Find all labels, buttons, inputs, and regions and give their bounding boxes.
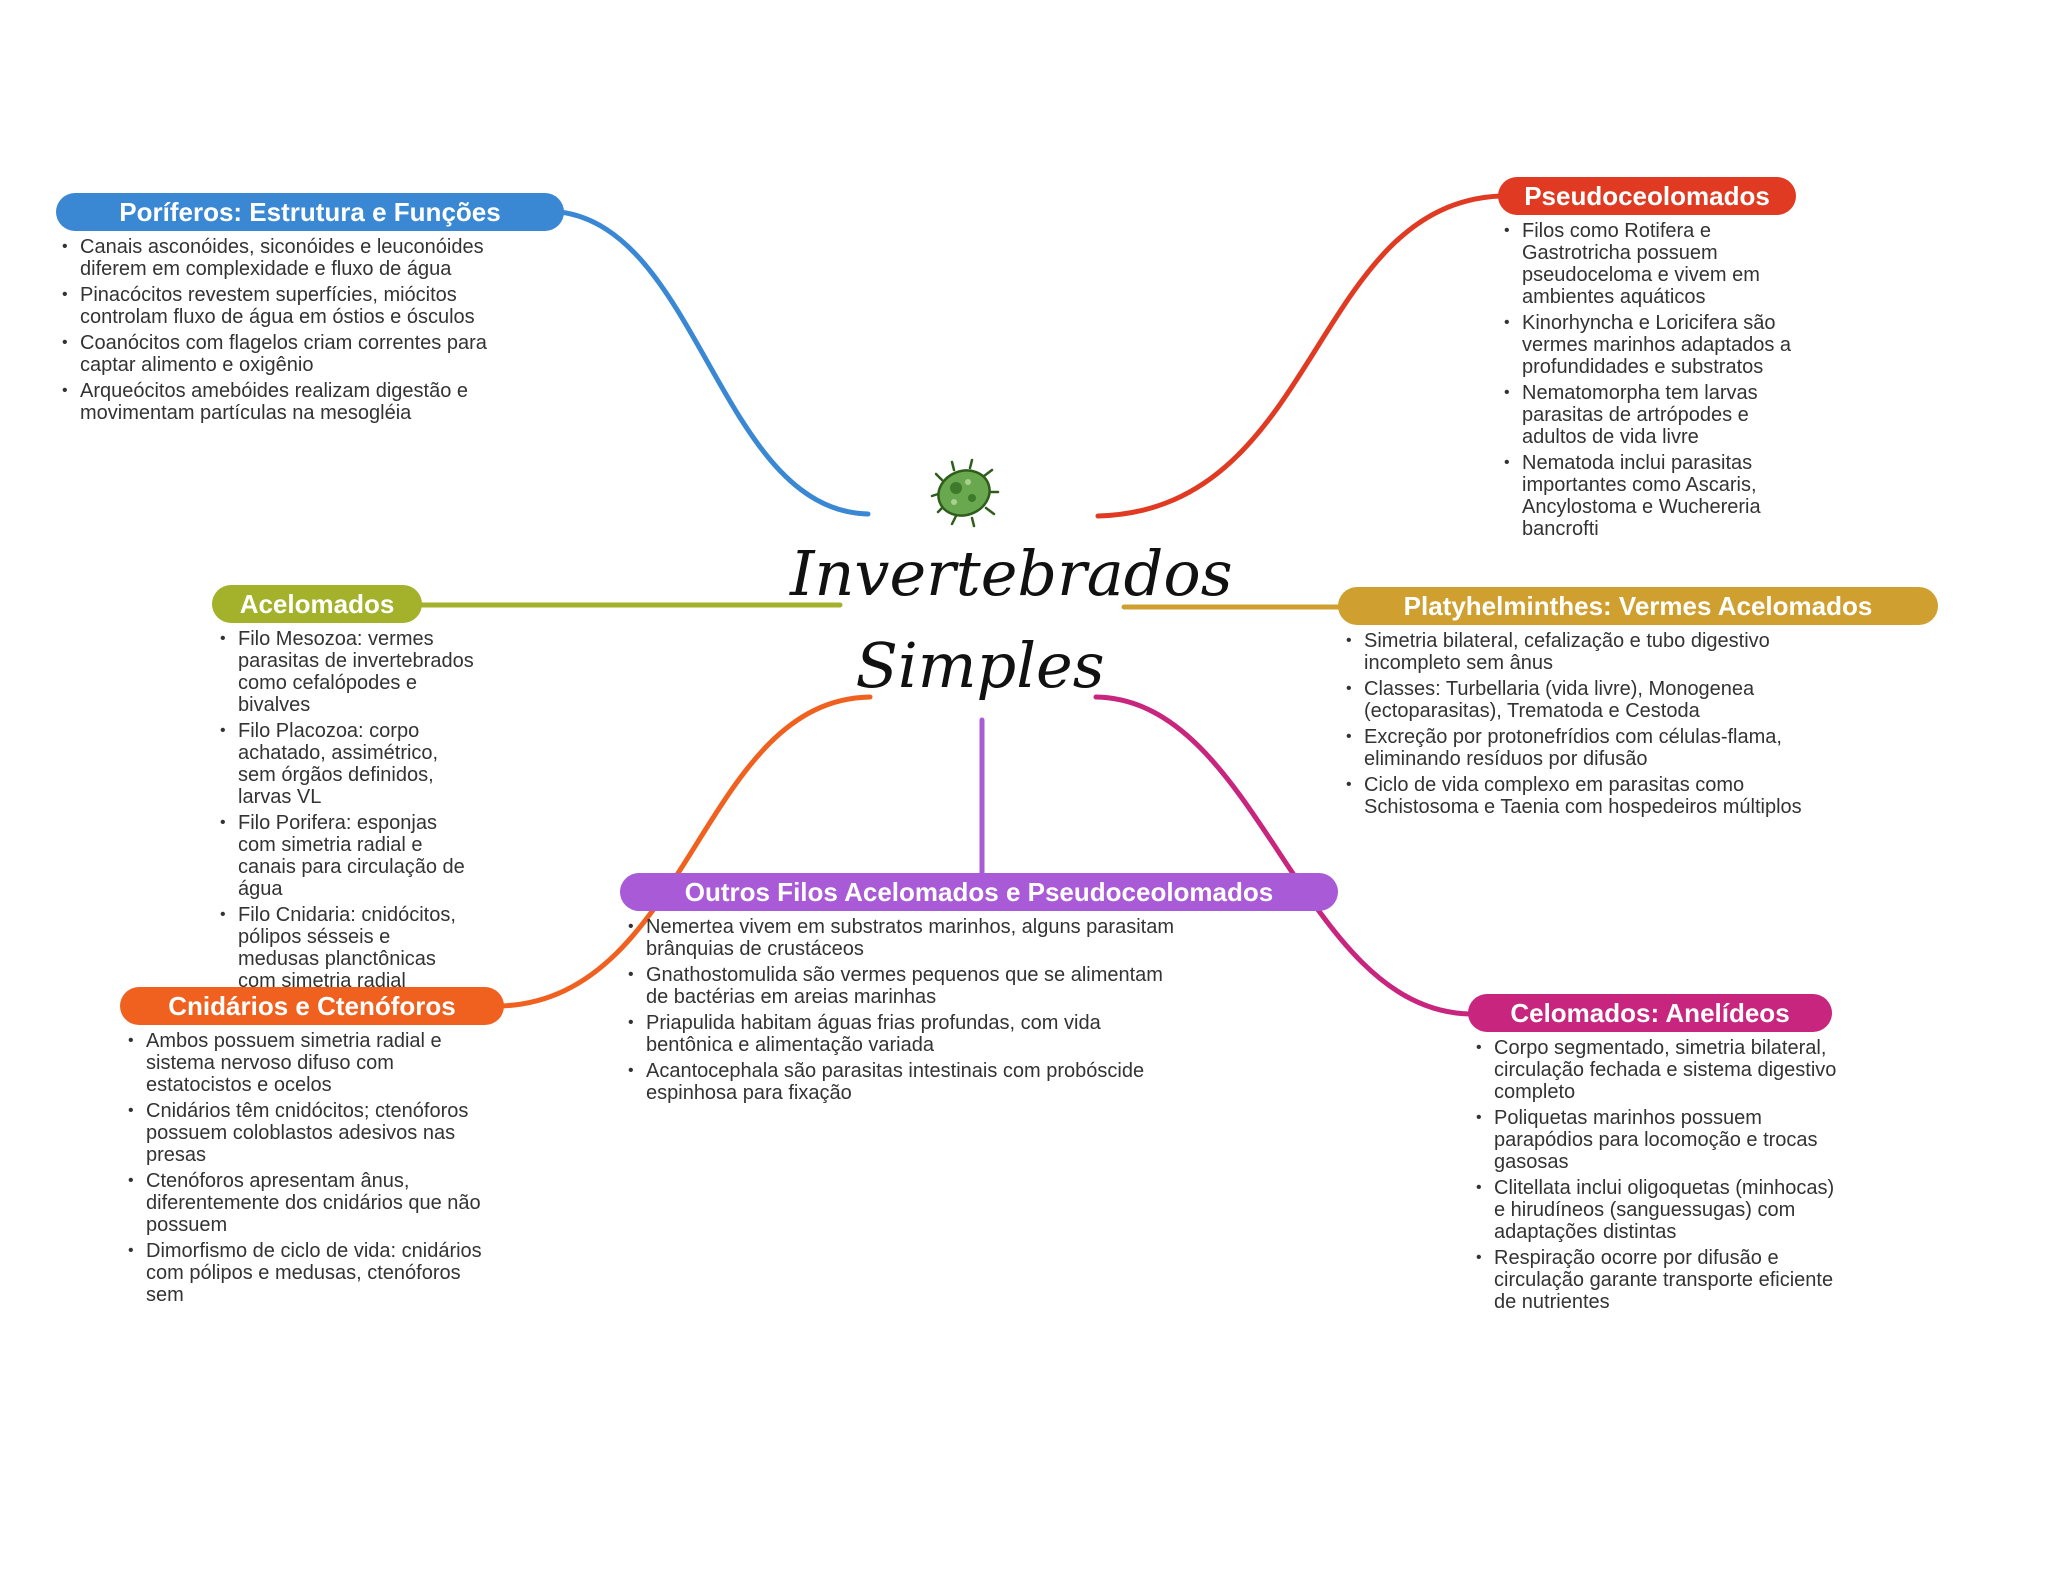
platy-bullets: Simetria bilateral, cefalização e tubo d… xyxy=(1340,630,1810,822)
connector-cnidarios xyxy=(497,694,873,1009)
list-item: Clitellata inclui oligoquetas (minhocas)… xyxy=(1470,1177,1840,1243)
list-item: Filo Mesozoa: vermes parasitas de invert… xyxy=(214,628,474,716)
list-item: Excreção por protonefrídios com células-… xyxy=(1340,726,1810,770)
list-item: Poliquetas marinhos possuem parapódios p… xyxy=(1470,1107,1840,1173)
list-item: Filo Porifera: esponjas com simetria rad… xyxy=(214,812,474,900)
connector-poriferos xyxy=(557,209,871,517)
topic-acelomados[interactable]: Acelomados xyxy=(212,585,422,623)
list-item: Filo Cnidaria: cnidócitos, pólipos sésse… xyxy=(214,904,474,992)
list-item: Nematomorpha tem larvas parasitas de art… xyxy=(1498,382,1798,448)
list-item: Kinorhyncha e Loricifera são vermes mari… xyxy=(1498,312,1798,378)
acelomados-bullets: Filo Mesozoa: vermes parasitas de invert… xyxy=(214,628,474,996)
list-item: Filo Placozoa: corpo achatado, assimétri… xyxy=(214,720,474,808)
list-item: Ciclo de vida complexo em parasitas como… xyxy=(1340,774,1810,818)
list-item: Coanócitos com flagelos criam correntes … xyxy=(56,332,526,376)
list-item: Arqueócitos amebóides realizam digestão … xyxy=(56,380,526,424)
central-title-line2: Simples xyxy=(855,629,1105,702)
topic-cnidarios[interactable]: Cnidários e Ctenóforos xyxy=(120,987,504,1025)
list-item: Nemertea vivem em substratos marinhos, a… xyxy=(622,916,1182,960)
list-item: Simetria bilateral, cefalização e tubo d… xyxy=(1340,630,1810,674)
list-item: Nematoda inclui parasitas importantes co… xyxy=(1498,452,1798,540)
list-item: Pinacócitos revestem superfícies, miócit… xyxy=(56,284,526,328)
list-item: Cnidários têm cnidócitos; ctenóforos pos… xyxy=(122,1100,492,1166)
list-item: Corpo segmentado, simetria bilateral, ci… xyxy=(1470,1037,1840,1103)
cnidarios-bullets: Ambos possuem simetria radial e sistema … xyxy=(122,1030,492,1310)
connector-pseudo xyxy=(1095,193,1503,519)
central-title-line1: Invertebrados xyxy=(790,537,1233,610)
topic-outros[interactable]: Outros Filos Acelomados e Pseudoceolomad… xyxy=(620,873,1338,911)
topic-platy[interactable]: Platyhelminthes: Vermes Acelomados xyxy=(1338,587,1938,625)
list-item: Ctenóforos apresentam ânus, diferentemen… xyxy=(122,1170,492,1236)
outros-bullets: Nemertea vivem em substratos marinhos, a… xyxy=(622,916,1182,1108)
microbe-icon xyxy=(930,458,1000,528)
list-item: Priapulida habitam águas frias profundas… xyxy=(622,1012,1182,1056)
topic-pseudo[interactable]: Pseudoceolomados xyxy=(1498,177,1796,215)
central-topic[interactable]: Invertebrados Simples xyxy=(790,528,1233,712)
list-item: Respiração ocorre por difusão e circulaç… xyxy=(1470,1247,1840,1313)
list-item: Classes: Turbellaria (vida livre), Monog… xyxy=(1340,678,1810,722)
list-item: Filos como Rotifera e Gastrotricha possu… xyxy=(1498,220,1798,308)
list-item: Acantocephala são parasitas intestinais … xyxy=(622,1060,1182,1104)
connector-celomados xyxy=(1093,694,1473,1017)
list-item: Canais asconóides, siconóides e leuconói… xyxy=(56,236,526,280)
pseudo-bullets: Filos como Rotifera e Gastrotricha possu… xyxy=(1498,220,1798,544)
list-item: Dimorfismo de ciclo de vida: cnidários c… xyxy=(122,1240,492,1306)
celomados-bullets: Corpo segmentado, simetria bilateral, ci… xyxy=(1470,1037,1840,1317)
list-item: Ambos possuem simetria radial e sistema … xyxy=(122,1030,492,1096)
topic-poriferos[interactable]: Poríferos: Estrutura e Funções xyxy=(56,193,564,231)
topic-celomados[interactable]: Celomados: Anelídeos xyxy=(1468,994,1832,1032)
poriferos-bullets: Canais asconóides, siconóides e leuconói… xyxy=(56,236,526,428)
list-item: Gnathostomulida são vermes pequenos que … xyxy=(622,964,1182,1008)
